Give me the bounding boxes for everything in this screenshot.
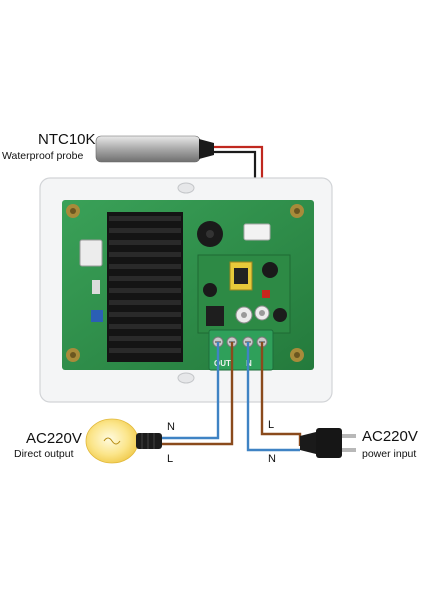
cap-bank (235, 305, 287, 324)
heatsink-fin (109, 252, 181, 257)
output-wires (162, 342, 234, 446)
plug-cable-boot (300, 432, 316, 454)
output-description-label: Direct output (14, 448, 74, 460)
heatsink-fin (109, 240, 181, 245)
heatsink-fin (109, 336, 181, 341)
input-wire-n-blue (246, 342, 300, 452)
probe-model-label: NTC10K (38, 131, 96, 148)
corner-screws (66, 204, 304, 362)
output-wire-l-label: L (167, 453, 174, 465)
mount-hole-top (177, 182, 195, 194)
heatsink-fin (109, 348, 181, 353)
light-bulb (85, 418, 162, 464)
heatsink-fin (109, 264, 181, 269)
black-ic (206, 306, 224, 326)
plug-prong-top (342, 434, 356, 438)
output-wire-n-label: N (167, 421, 175, 433)
probe-connector (243, 223, 271, 241)
capacitor-2 (262, 262, 278, 278)
relay-component (79, 239, 103, 267)
screw-bottom-left (66, 348, 80, 362)
heatsink-fin (109, 276, 181, 281)
screw-top-right (290, 204, 304, 218)
output-wire-l-brown (162, 342, 234, 446)
input-wire-n-label: N (268, 453, 276, 465)
heatsink-fins (109, 216, 181, 353)
plug-body (316, 428, 342, 458)
probe-description-label: Waterproof probe (2, 150, 84, 162)
output-wire-n-blue (162, 342, 220, 440)
bulb-base (136, 433, 162, 449)
output-voltage-label: AC220V (26, 430, 82, 447)
terminal-label-out: OUT (214, 359, 231, 368)
probe-cable-boot (199, 139, 214, 159)
smd-part (92, 280, 100, 294)
heatsink-fin (109, 324, 181, 329)
input-description-label: power input (362, 448, 417, 460)
heatsink-fin (109, 312, 181, 317)
mount-hole-bottom (177, 372, 195, 384)
transformer-core (234, 268, 248, 284)
power-plug (300, 428, 356, 458)
buzzer (197, 221, 223, 247)
heatsink (107, 212, 183, 362)
terminal-block (208, 329, 274, 371)
heatsink-fin (109, 288, 181, 293)
input-wire-l-label: L (268, 419, 275, 431)
input-voltage-label: AC220V (362, 428, 418, 445)
ntc-probe (95, 135, 214, 163)
heatsink-fin (109, 216, 181, 221)
power-supply-module (197, 254, 291, 334)
capacitor-1 (203, 283, 217, 297)
heatsink-fin (109, 300, 181, 305)
screw-top-left (66, 204, 80, 218)
plug-prong-bottom (342, 448, 356, 452)
fuse-component (91, 310, 103, 322)
bulb-filament (103, 437, 121, 445)
red-component (262, 290, 270, 298)
screw-bottom-right (290, 348, 304, 362)
heatsink-fin (109, 228, 181, 233)
probe-tube (95, 135, 201, 163)
